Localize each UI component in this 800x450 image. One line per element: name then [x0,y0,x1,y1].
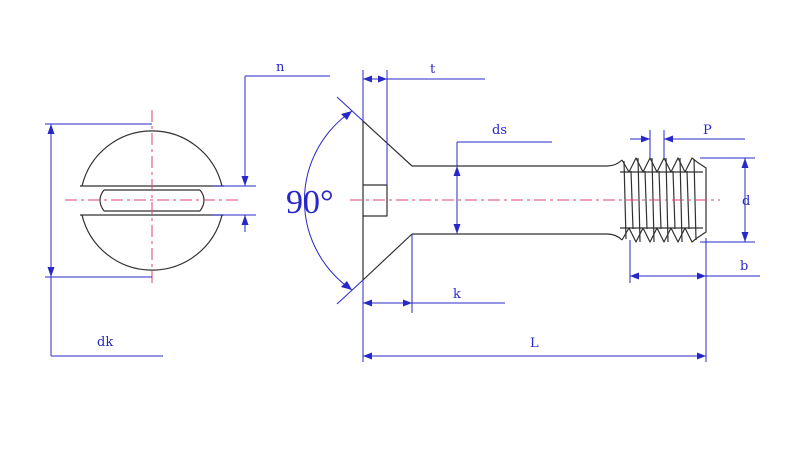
slot-end-left [99,189,105,212]
dimension-t: t [362,62,485,185]
label-dk: dk [97,335,113,350]
label-angle: 90° [286,184,334,221]
head-circle-lower [81,214,223,271]
label-d: d [742,194,750,209]
thread-crest-top [621,157,698,173]
label-ds: ds [492,123,507,138]
label-n: n [276,60,285,75]
dimension-n: n [212,60,330,232]
label-p: P [703,123,712,138]
dimension-ds: ds [453,123,552,234]
dimension-angle: 90° [286,96,364,305]
label-b: b [740,259,748,274]
thread-crest-bottom [621,227,698,243]
dimension-b: b [629,238,760,362]
label-L: L [530,336,539,351]
dimension-p: P [630,123,745,158]
dimension-k: k [362,234,505,362]
head-circle-upper [81,130,223,187]
dimension-dk: dk [45,123,163,357]
head-top-view [65,110,240,285]
thread-runout [606,159,623,241]
dimension-d: d [700,157,755,243]
label-t: t [430,62,436,77]
dimension-L: L [363,336,706,360]
side-slot [363,184,388,217]
label-k: k [453,287,461,302]
